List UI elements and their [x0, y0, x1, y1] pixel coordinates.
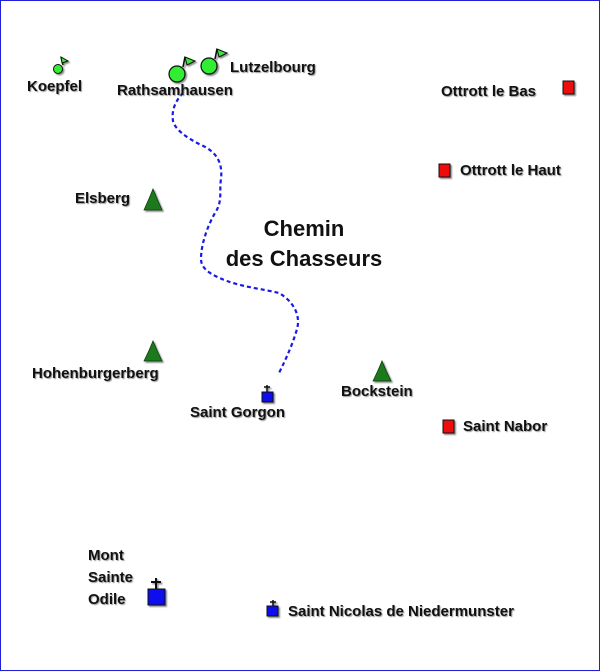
- chapel-icon: [147, 578, 166, 606]
- label-mont-sainte-odile-2: Sainte: [88, 569, 134, 586]
- label-saint-nabor: Saint Nabor: [463, 418, 548, 435]
- trail-chemin-des-chasseurs: [171, 92, 300, 374]
- chapel-icon: [261, 385, 274, 403]
- route-title: Chemin des Chasseurs: [209, 214, 399, 274]
- castle-ruin-icon: [53, 56, 70, 74]
- village-square-icon: [438, 163, 451, 178]
- village-square-icon: [442, 419, 455, 434]
- castle-ruin-icon: [168, 56, 197, 83]
- label-saint-gorgon: Saint Gorgon: [190, 404, 285, 421]
- label-koepfel: Koepfel: [27, 78, 83, 95]
- route-title-line-2: des Chasseurs: [225, 246, 383, 271]
- label-hohenburgerberg: Hohenburgerberg: [32, 365, 159, 382]
- label-bockstein: Bockstein: [341, 383, 413, 400]
- label-mont-sainte-odile-1: Mont: [88, 547, 124, 564]
- village-square-icon: [562, 80, 575, 95]
- route-title-line-1: Chemin: [263, 216, 345, 241]
- castle-ruin-icon: [200, 48, 229, 75]
- mountain-peak-icon: [372, 359, 392, 382]
- mountain-peak-icon: [143, 339, 163, 362]
- label-mont-sainte-odile-3: Odile: [88, 591, 126, 608]
- mountain-peak-icon: [143, 187, 163, 211]
- label-ottrott-le-bas: Ottrott le Bas: [441, 83, 537, 100]
- label-ottrott-le-haut: Ottrott le Haut: [460, 162, 561, 179]
- chapel-icon: [266, 600, 279, 617]
- label-saint-nicolas-de-niedermunster: Saint Nicolas de Niedermunster: [288, 603, 514, 620]
- label-lutzelbourg: Lutzelbourg: [230, 59, 316, 76]
- label-elsberg: Elsberg: [75, 190, 131, 207]
- label-rathsamhausen: Rathsamhausen: [117, 82, 233, 99]
